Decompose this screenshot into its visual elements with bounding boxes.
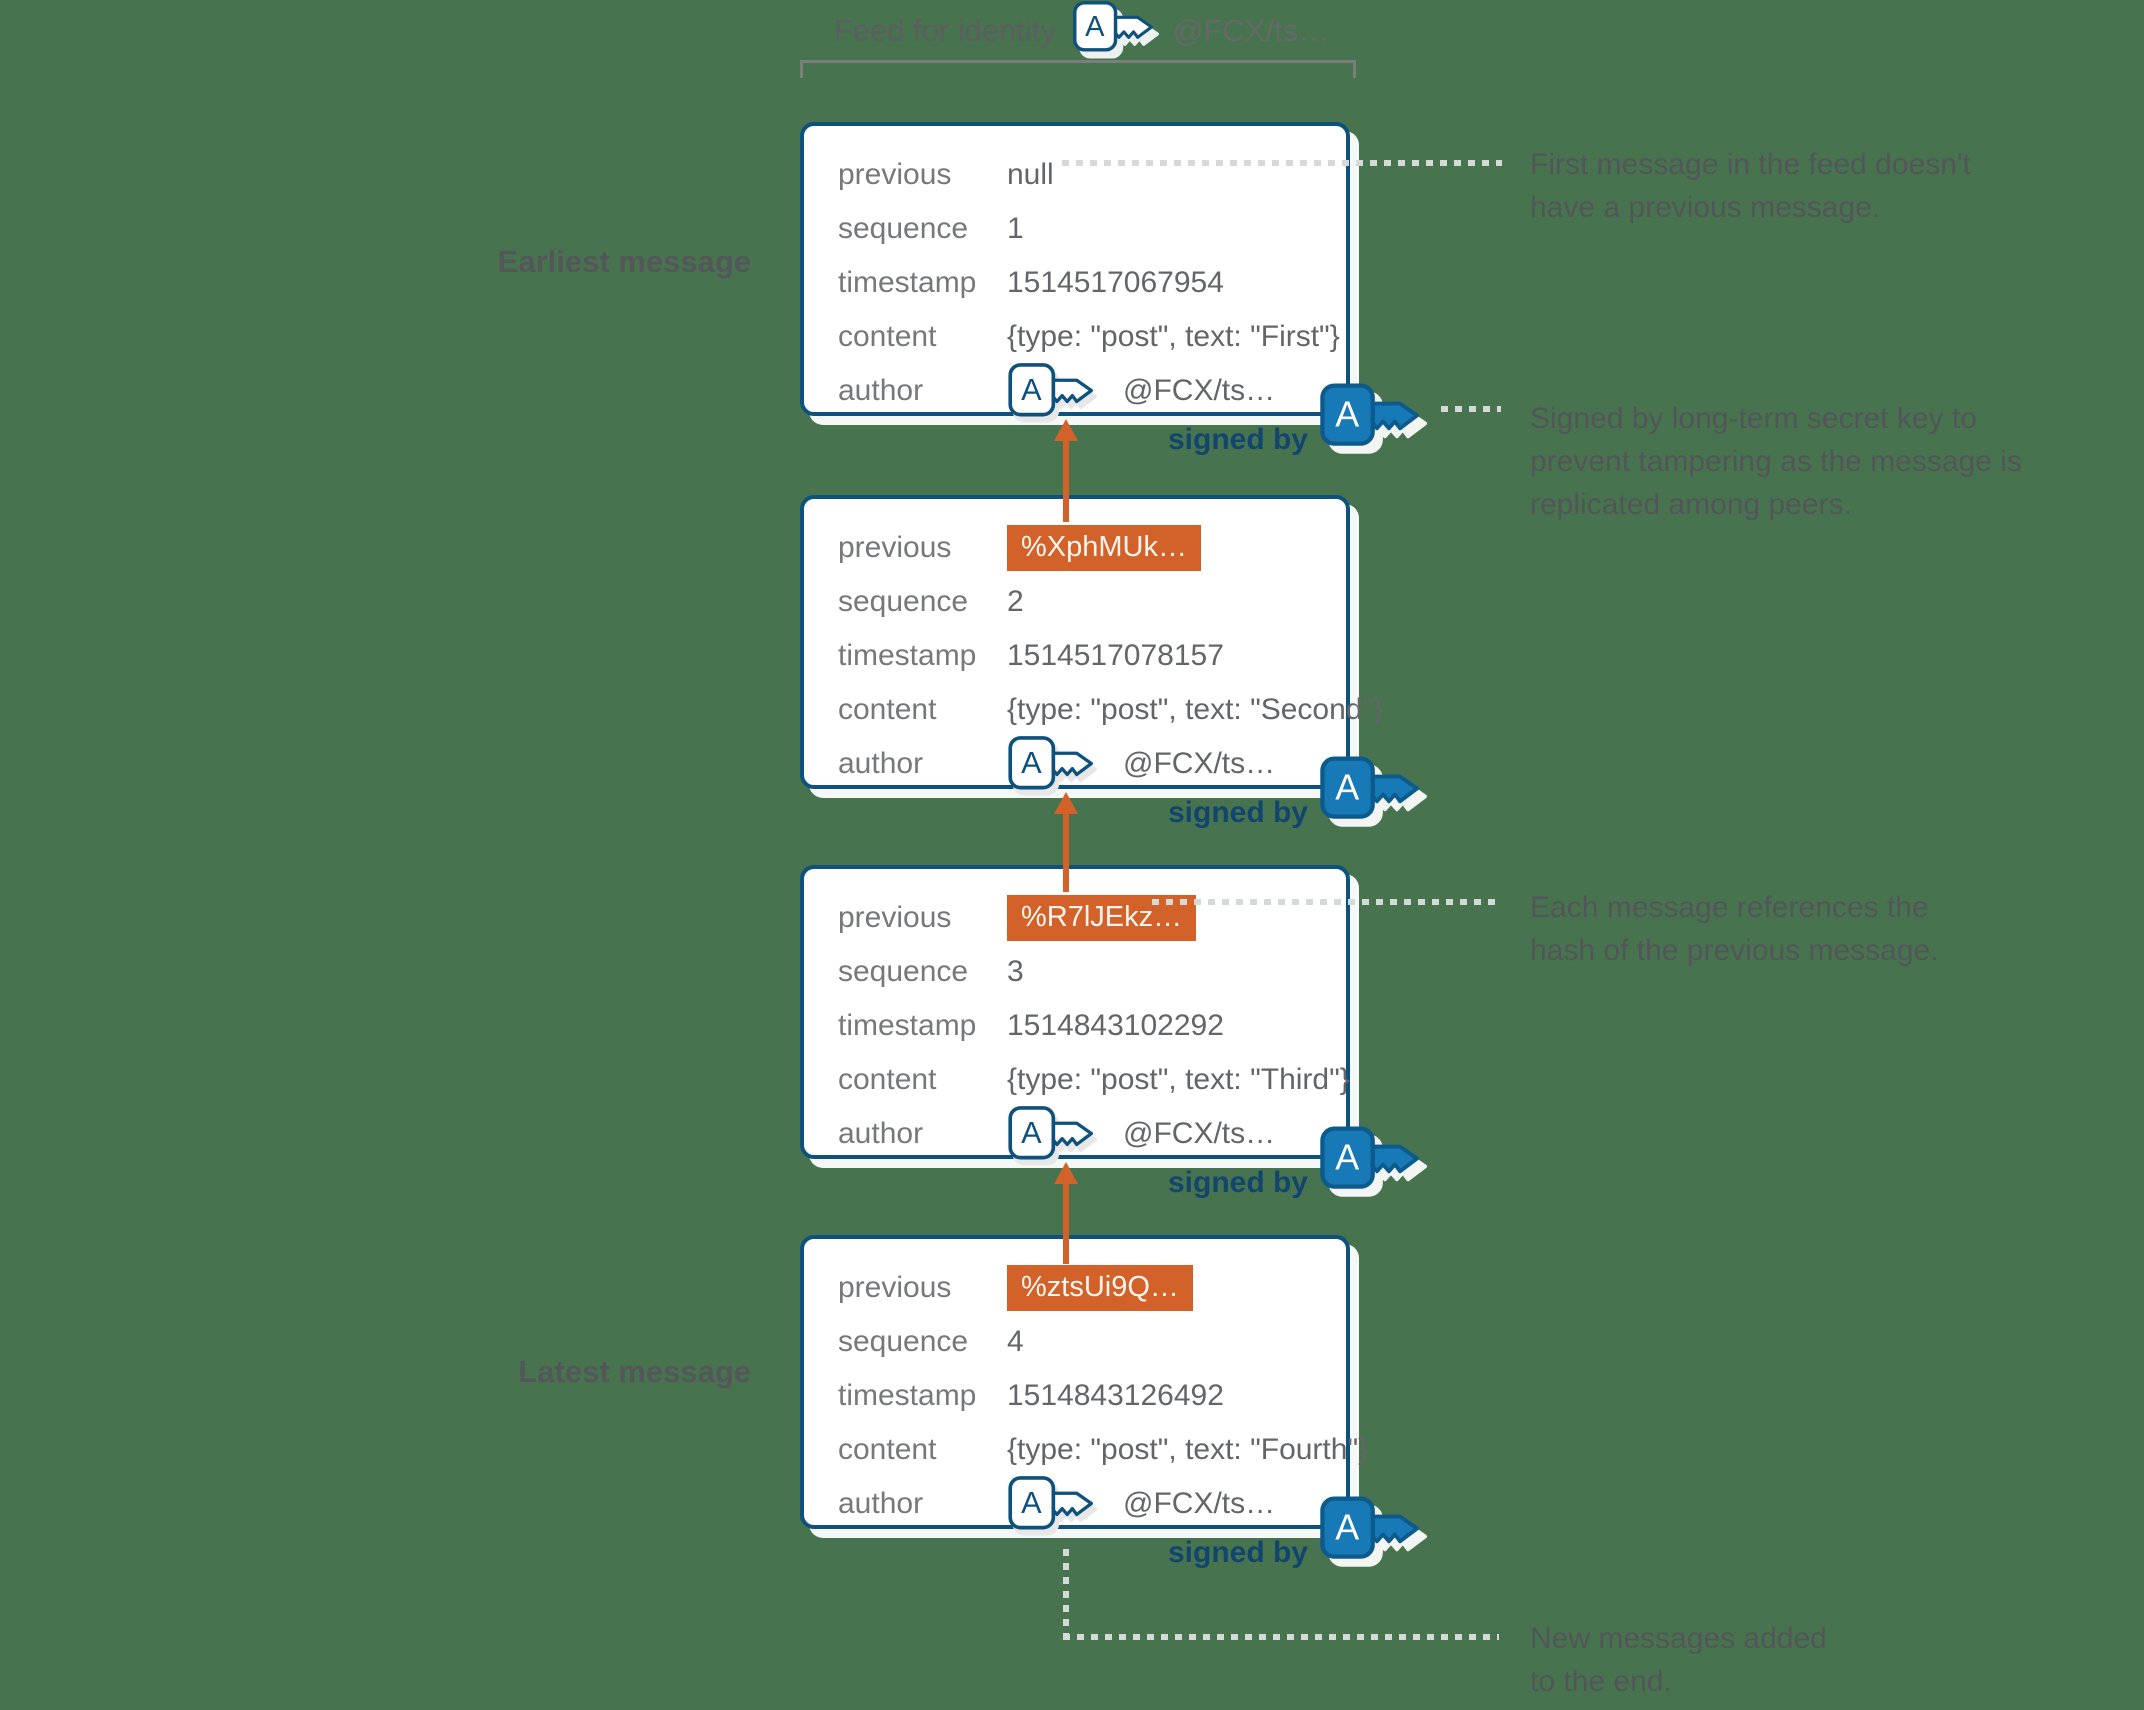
previous-link-arrow (1053, 792, 1079, 892)
earliest-message-label: Earliest message (497, 244, 751, 279)
author-value: @FCX/ts… (1123, 374, 1276, 407)
svg-text:A: A (1335, 1508, 1359, 1548)
signed-key-icon: A (1319, 755, 1435, 822)
svg-text:A: A (1021, 745, 1042, 780)
field-author: author A @FCX/ts… (838, 735, 1346, 792)
content-value: {type: "post", text: "First"} (1007, 320, 1340, 353)
author-key-icon: A (1007, 735, 1107, 792)
signed-by-label: signed by (1167, 423, 1308, 456)
field-author: author A @FCX/ts… (838, 1105, 1346, 1162)
svg-text:A: A (1335, 395, 1359, 435)
sequence-value: 1 (1007, 212, 1024, 245)
previous-hash: %R7lJEkz… (1007, 895, 1197, 941)
field-sequence: sequence 2 (838, 585, 1024, 618)
signed-key-icon: A (1319, 382, 1435, 449)
author-value: @FCX/ts… (1123, 747, 1276, 780)
message-card-4: previous %ztsUi9Q… sequence 4 timestamp … (800, 1235, 1369, 1532)
previous-value: null (1007, 158, 1054, 191)
leader-hash-annotation (1152, 899, 1502, 905)
svg-text:A: A (1335, 768, 1359, 808)
previous-hash: %XphMUk… (1007, 525, 1201, 571)
leader-append-vertical (1063, 1549, 1069, 1637)
field-timestamp: timestamp 1514843102292 (838, 1009, 1224, 1042)
field-timestamp: timestamp 1514517078157 (838, 639, 1224, 672)
arrowhead-up (1054, 792, 1078, 814)
feed-title: Feed for identity (833, 13, 1056, 48)
field-sequence: sequence 3 (838, 955, 1024, 988)
sequence-value: 3 (1007, 955, 1024, 988)
signed-key-icon: A (1319, 1495, 1435, 1562)
arrowhead-up (1054, 419, 1078, 441)
field-content: content {type: "post", text: "Second"} (838, 693, 1384, 726)
author-value: @FCX/ts… (1123, 1117, 1276, 1150)
field-sequence: sequence 1 (838, 212, 1024, 245)
signed-by-label: signed by (1167, 796, 1308, 829)
timestamp-value: 1514843102292 (1007, 1009, 1224, 1042)
field-author: author A @FCX/ts… (838, 362, 1346, 419)
timestamp-value: 1514517067954 (1007, 266, 1224, 299)
svg-text:A: A (1021, 1485, 1042, 1520)
message-card-3: previous %R7lJEkz… sequence 3 timestamp … (800, 865, 1350, 1159)
author-key-icon: A (1007, 362, 1107, 419)
author-value: @FCX/ts… (1123, 1487, 1276, 1520)
leader-append-horizontal (1063, 1634, 1499, 1640)
sequence-value: 4 (1007, 1325, 1024, 1358)
field-previous: previous %XphMUk… (838, 521, 1346, 575)
annotation-append: New messages added to the end. (1530, 1622, 1827, 1698)
previous-link-arrow (1053, 419, 1079, 522)
signed-by-label: signed by (1167, 1536, 1308, 1569)
field-timestamp: timestamp 1514843126492 (838, 1379, 1224, 1412)
field-previous: previous %ztsUi9Q… (838, 1261, 1346, 1315)
svg-text:A: A (1335, 1138, 1359, 1178)
arrowhead-up (1054, 1162, 1078, 1184)
timestamp-value: 1514517078157 (1007, 639, 1224, 672)
content-value: {type: "post", text: "Second"} (1007, 693, 1384, 726)
author-key-icon: A (1007, 1105, 1107, 1162)
author-key-icon: A (1007, 1475, 1107, 1532)
annotation-first-message: First message in the feed doesn't have a… (1530, 148, 1971, 224)
content-value: {type: "post", text: "Fourth"} (1007, 1433, 1369, 1466)
message-card-1: previous null sequence 1 timestamp 15145… (800, 122, 1350, 416)
message-card-2: previous %XphMUk… sequence 2 timestamp 1… (800, 495, 1384, 792)
identity-key-icon: A (1072, 0, 1166, 54)
leader-null-annotation (1062, 160, 1502, 166)
annotation-hash-reference: Each message references the hash of the … (1530, 891, 1939, 967)
leader-signed-annotation (1441, 406, 1501, 412)
field-author: author A @FCX/ts… (838, 1475, 1346, 1532)
signed-key-icon: A (1319, 1125, 1435, 1192)
field-content: content {type: "post", text: "Third"} (838, 1063, 1350, 1096)
feed-bracket (800, 60, 1356, 78)
field-content: content {type: "post", text: "First"} (838, 320, 1340, 353)
signed-by-label: signed by (1167, 1166, 1308, 1199)
field-sequence: sequence 4 (838, 1325, 1024, 1358)
svg-text:A: A (1021, 1115, 1042, 1150)
field-content: content {type: "post", text: "Fourth"} (838, 1433, 1369, 1466)
svg-text:A: A (1021, 372, 1042, 407)
svg-text:A: A (1085, 11, 1105, 43)
timestamp-value: 1514843126492 (1007, 1379, 1224, 1412)
content-value: {type: "post", text: "Third"} (1007, 1063, 1350, 1096)
field-previous: previous null (838, 158, 1054, 191)
previous-hash: %ztsUi9Q… (1007, 1265, 1193, 1311)
previous-link-arrow (1053, 1162, 1079, 1264)
sequence-value: 2 (1007, 585, 1024, 618)
field-previous: previous %R7lJEkz… (838, 891, 1346, 945)
latest-message-label: Latest message (518, 1354, 751, 1389)
field-timestamp: timestamp 1514517067954 (838, 266, 1224, 299)
identity-id: @FCX/ts… (1172, 13, 1330, 48)
annotation-signed: Signed by long-term secret key to preven… (1530, 402, 2022, 521)
